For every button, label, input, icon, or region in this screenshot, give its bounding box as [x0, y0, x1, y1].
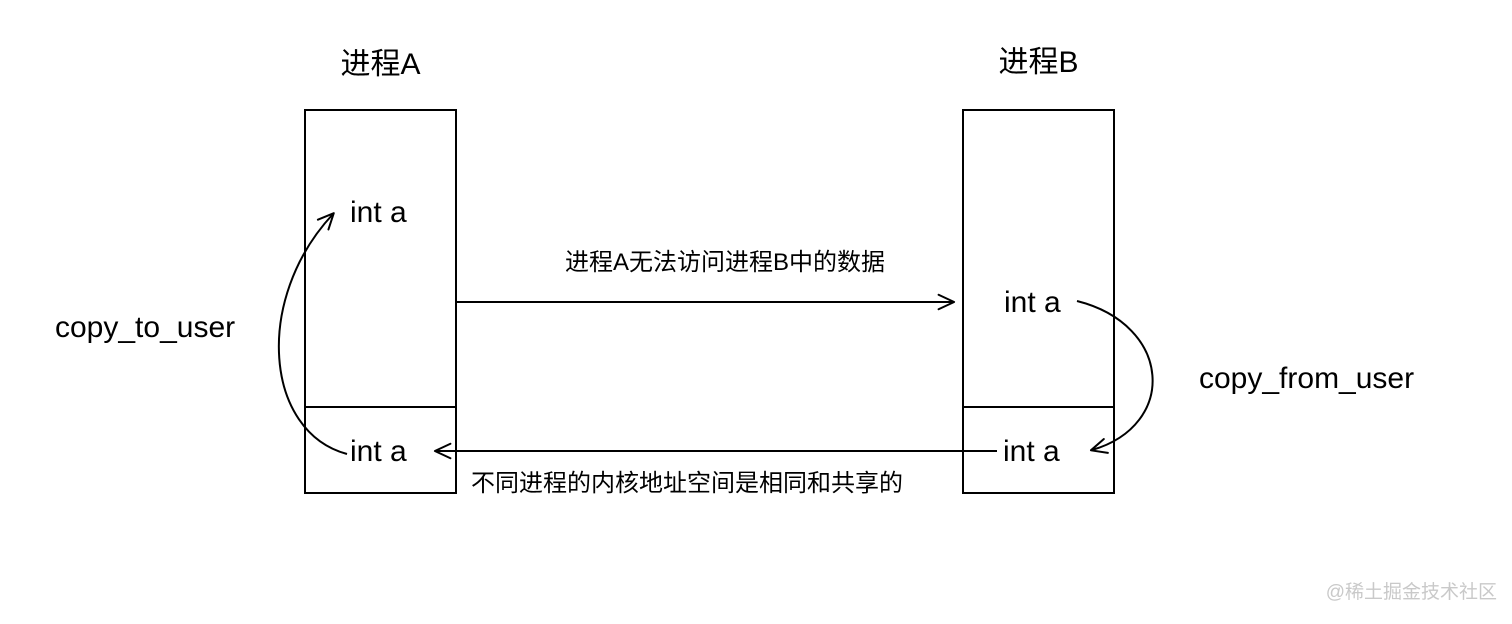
copy-from-user-label: copy_from_user	[1199, 362, 1415, 395]
process-b-user-var: int a	[1004, 286, 1061, 319]
process-b-title: 进程B	[998, 46, 1079, 79]
process-a-kernel-var: int a	[350, 435, 407, 468]
process-a-title: 进程A	[340, 48, 421, 81]
process-b-kernel-var: int a	[1003, 435, 1060, 468]
process-a-user-var: int a	[350, 196, 407, 229]
cross-process-caption: 进程A无法访问进程B中的数据	[564, 249, 885, 276]
copy-to-user-label: copy_to_user	[55, 311, 236, 344]
watermark: @稀土掘金技术社区	[1325, 582, 1497, 603]
process-a-kernel-divider	[306, 406, 455, 408]
process-b-kernel-divider	[964, 406, 1113, 408]
kernel-shared-caption: 不同进程的内核地址空间是相同和共享的	[471, 470, 903, 497]
